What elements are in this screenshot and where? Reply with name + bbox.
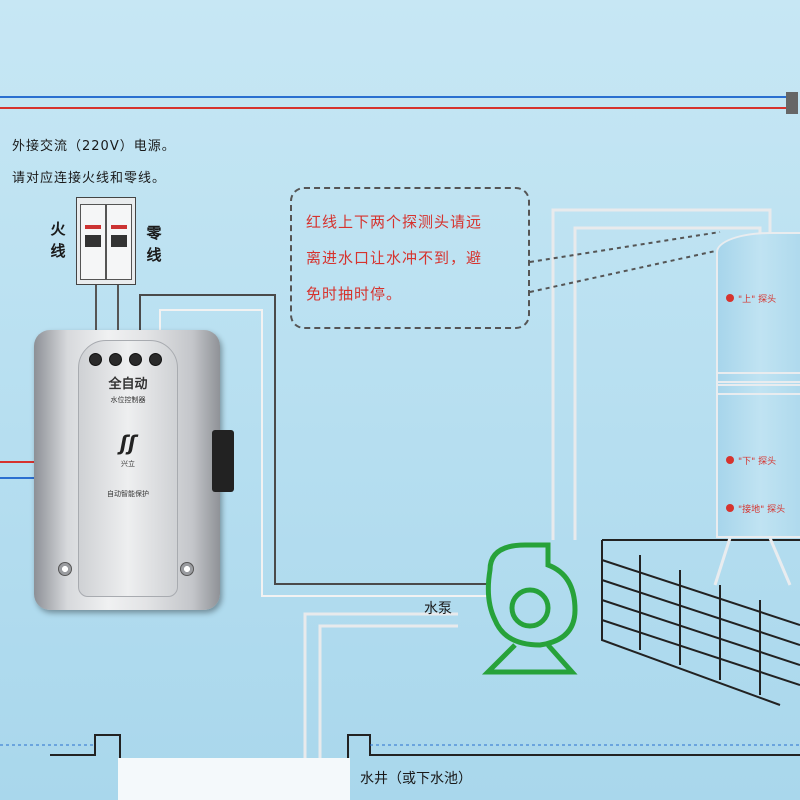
suction-pipe bbox=[303, 612, 458, 760]
mounting-screw-icon bbox=[180, 562, 194, 576]
indicator-led bbox=[89, 353, 102, 366]
well-label: 水井（或下水池） bbox=[360, 771, 472, 787]
pump-icon bbox=[481, 542, 578, 675]
note-line-1: 红线上下两个探测头请远 bbox=[306, 213, 483, 231]
controller-title: 全自动 bbox=[108, 377, 148, 392]
suction-pipe-2 bbox=[318, 624, 458, 760]
power-switch[interactable] bbox=[212, 430, 234, 492]
controller-brand: 兴立 bbox=[121, 460, 135, 468]
mounting-screw-icon bbox=[58, 562, 72, 576]
indicator-led bbox=[149, 353, 162, 366]
pump-label: 水泵 bbox=[424, 601, 452, 617]
probe-note-callout: 红线上下两个探测头请远 离进水口让水冲不到，避 免时抽时停。 bbox=[290, 187, 530, 329]
pump-wire-outer bbox=[139, 294, 490, 585]
note-line-2: 离进水口让水冲不到，避 bbox=[306, 249, 483, 267]
power-line-end bbox=[786, 92, 798, 114]
instruction-line-1: 外接交流（220V）电源。 bbox=[12, 139, 176, 154]
brand-logo-icon: ʃʃ bbox=[119, 431, 137, 455]
probe-bottom-label: "接地" 探头 bbox=[738, 505, 786, 515]
well-right-wall bbox=[347, 734, 800, 800]
probe-cable-1 bbox=[551, 208, 772, 540]
breaker-pole-left bbox=[80, 204, 106, 280]
note-pointer-2 bbox=[529, 249, 721, 293]
probe-upper-label: "上" 探头 bbox=[738, 295, 777, 305]
indicator-led bbox=[109, 353, 122, 366]
probe-bottom-icon bbox=[726, 504, 734, 512]
neutral-wire-label: 零线 bbox=[146, 224, 162, 264]
controller-caption: 自动智能保护 bbox=[107, 490, 149, 498]
note-line-3: 免时抽时停。 bbox=[306, 285, 403, 303]
note-pointer bbox=[529, 231, 721, 263]
circuit-breaker bbox=[76, 197, 136, 285]
water-tank: "上" 探头 "下" 探头 "接地" 探头 bbox=[716, 232, 800, 538]
water-level-controller: 全自动 水位控制器 ʃʃ 兴立 自动智能保护 bbox=[34, 330, 220, 610]
probe-upper-icon bbox=[726, 294, 734, 302]
well-water bbox=[118, 758, 350, 800]
probe-lower-label: "下" 探头 bbox=[738, 457, 777, 467]
tank-legs bbox=[713, 537, 792, 586]
instruction-line-2: 请对应连接火线和零线。 bbox=[12, 171, 167, 186]
controller-subtitle: 水位控制器 bbox=[110, 396, 146, 404]
indicator-led bbox=[129, 353, 142, 366]
well-left-wall bbox=[50, 734, 121, 800]
probe-lower-icon bbox=[726, 456, 734, 464]
brick-platform bbox=[601, 539, 800, 706]
breaker-pole-right bbox=[106, 204, 132, 280]
controller-faceplate: 全自动 水位控制器 ʃʃ 兴立 自动智能保护 bbox=[78, 340, 178, 597]
pump-wire-inner bbox=[159, 309, 490, 597]
live-wire-label: 火线 bbox=[50, 220, 66, 260]
